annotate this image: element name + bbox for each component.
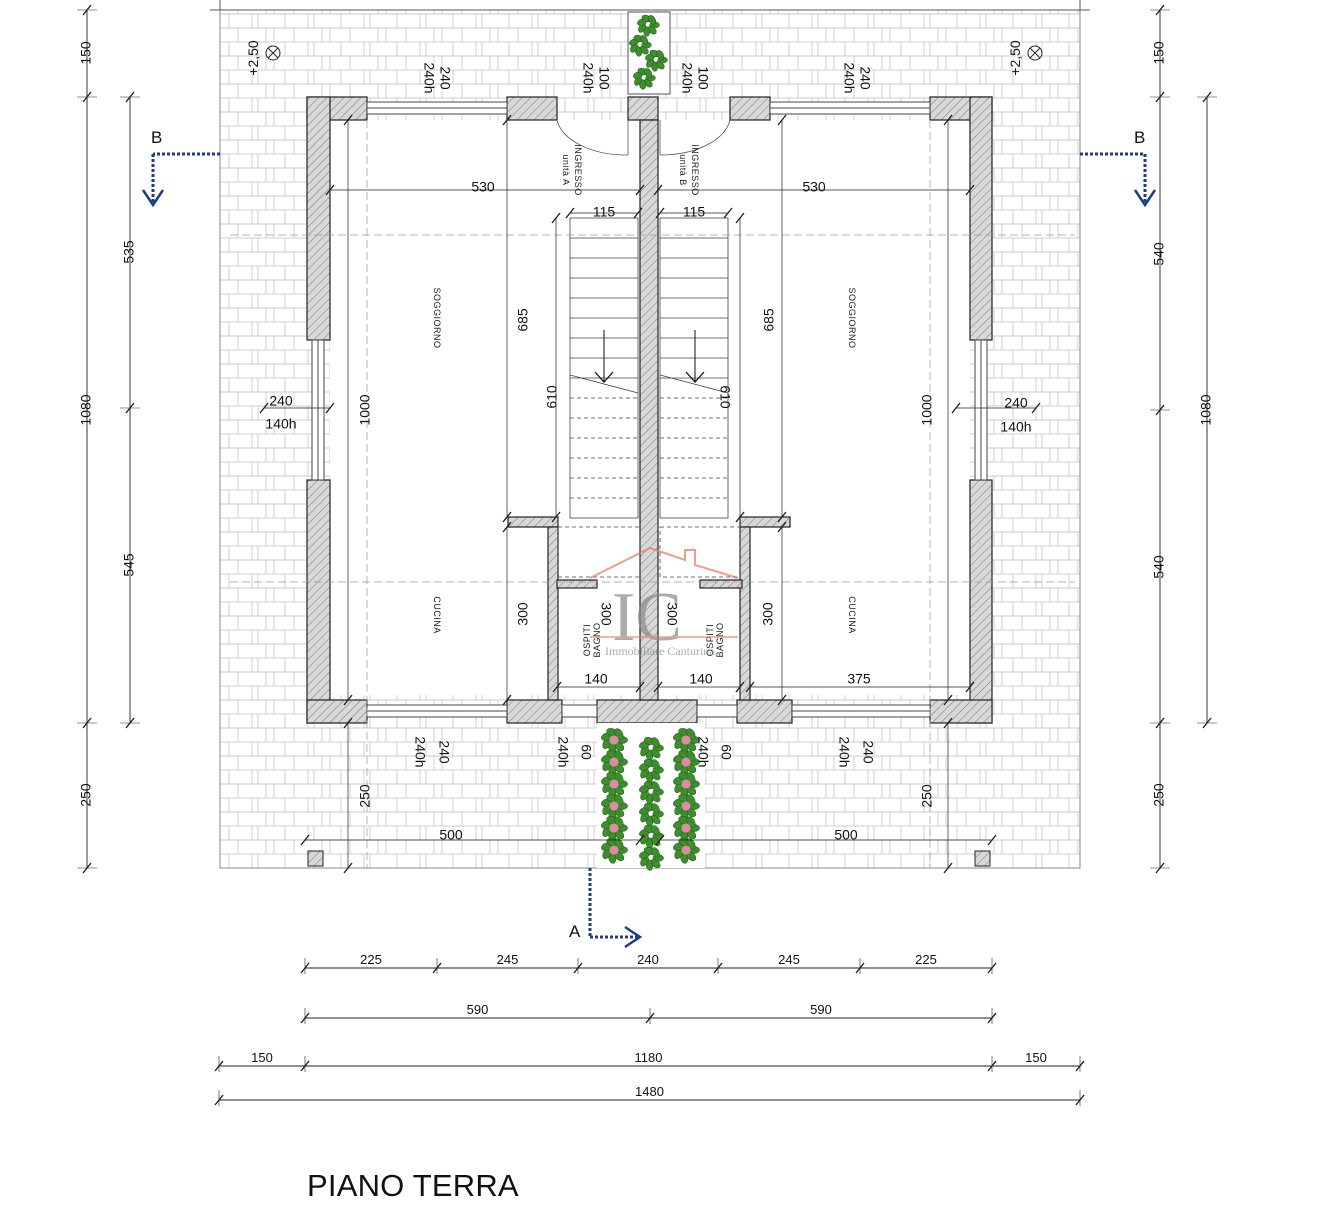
bottom-dimension-row2-1: 590 (810, 1002, 832, 1017)
pillar-right (974, 850, 991, 867)
room-label-bagno-left: BAGNO (592, 622, 602, 657)
plant-strip-top (627, 11, 671, 95)
dimension-label-win-top-r-240: 240 (857, 66, 873, 90)
dimension-label-bagno-140-right: 140 (689, 671, 713, 687)
dimension-label-bagno-300-left: 300 (598, 602, 614, 626)
room-label-ingresso-b: INGRESSO (690, 144, 700, 196)
dimension-label-win-top-r-240h: 240h (841, 62, 857, 93)
room-label-soggiorno-left: SOGGIORNO (432, 287, 442, 348)
bottom-dimension-row1-2: 240 (637, 952, 659, 967)
section-label-a: A (569, 922, 581, 941)
dimension-label-int-300-right: 300 (760, 602, 776, 626)
dimension-label-right-540-top: 540 (1151, 242, 1167, 266)
section-marker-b-left (141, 152, 220, 208)
construction-lines (230, 120, 1075, 868)
level-marker-right: +2,50 (1007, 40, 1043, 76)
section-marker-a (588, 868, 643, 949)
dimension-label-int-685-right: 685 (761, 308, 777, 332)
watermark-letters: IC (612, 579, 682, 656)
dimension-label-win-bot-c-60-r: 60 (718, 744, 734, 760)
dimension-label-left-535: 535 (121, 240, 137, 264)
dimension-label-side-win-l-240: 240 (269, 393, 293, 409)
dimension-label-int-610-right: 610 (717, 385, 733, 409)
interior-floors (330, 120, 970, 695)
dimension-label-left-1080: 1080 (78, 394, 94, 425)
dimension-label-side-win-l-140h: 140h (265, 416, 296, 432)
room-label-cucina-right: CUCINA (847, 596, 857, 634)
watermark-text: Immobiliare Canturina (605, 644, 715, 658)
section-label-b-left: B (151, 128, 162, 147)
dimension-label-int-1000-left: 1000 (357, 394, 373, 425)
dimension-label-bagno-140-left: 140 (584, 671, 608, 687)
room-label-unita-b: unità B (678, 154, 688, 186)
dimension-label-win-bot-l-240h: 240h (412, 736, 428, 767)
level-marker-left: +2,50 (245, 40, 281, 76)
dimension-label-stair-115-left: 115 (593, 204, 616, 220)
bottom-dimension-row1-3: 245 (778, 952, 800, 967)
room-label-soggiorno-right: SOGGIORNO (847, 287, 857, 348)
level-label-left: +2,50 (245, 40, 261, 76)
dimension-label-int-375-right: 375 (847, 671, 871, 687)
dimension-label-stair-115-right: 115 (683, 204, 706, 220)
room-label-ingresso-a: INGRESSO (573, 144, 583, 196)
watermark-logo: IC Immobiliare Canturina (589, 546, 739, 658)
windows (311, 101, 988, 718)
bottom-dimension-row3-0: 150 (251, 1050, 273, 1065)
dimension-label-int-1000-right: 1000 (919, 394, 935, 425)
section-marker-b-right (1080, 152, 1157, 208)
dimension-label-right-250: 250 (1151, 783, 1167, 807)
plant-strip-bottom (597, 723, 705, 871)
dimension-label-garden-250-right: 250 (919, 784, 935, 808)
dimension-label-top-right-150: 150 (1151, 41, 1167, 65)
dimension-label-left-545: 545 (121, 553, 137, 577)
section-label-b-right: B (1134, 128, 1145, 147)
dimension-label-garden-500-right: 500 (834, 827, 858, 843)
dimension-label-right-1080: 1080 (1198, 394, 1214, 425)
dimension-label-win-top-l-240: 240 (437, 66, 453, 90)
dimension-label-door-top-r-100: 100 (695, 66, 711, 90)
dimension-label-win-bot-c-60-l: 60 (578, 744, 594, 760)
dimension-label-int-530-right: 530 (802, 179, 826, 195)
room-label-ospiti-right: OSPITI (705, 624, 715, 657)
bottom-dimension-row1-0: 225 (360, 952, 382, 967)
dimension-label-win-bot-r-240: 240 (860, 740, 876, 764)
level-label-right: +2,50 (1007, 40, 1023, 76)
room-label-cucina-left: CUCINA (432, 596, 442, 634)
dimension-label-win-bot-r-240h: 240h (836, 736, 852, 767)
dimension-label-garden-500-left: 500 (439, 827, 463, 843)
room-label-ospiti-left: OSPITI (582, 624, 592, 657)
bottom-dimension-row1-1: 245 (497, 952, 519, 967)
dimension-label-right-540-bottom: 540 (1151, 555, 1167, 579)
dimension-label-side-win-r-240: 240 (1004, 395, 1028, 411)
dimension-label-bagno-300-right: 300 (664, 602, 680, 626)
bottom-dimension-row4-0: 1480 (635, 1084, 664, 1099)
bottom-dimension-row3-2: 150 (1025, 1050, 1047, 1065)
dimension-label-door-top-l-100: 100 (596, 66, 612, 90)
dimension-label-top-left-150: 150 (78, 41, 94, 65)
dimension-label-door-top-l-240h: 240h (580, 62, 596, 93)
pillar-left (307, 850, 324, 867)
room-label-bagno-right: BAGNO (715, 622, 725, 657)
bottom-dimension-row3-1: 1180 (635, 1050, 663, 1065)
entry-doors (556, 119, 731, 156)
dimension-label-int-610-left: 610 (544, 385, 560, 409)
dimension-label-win-bot-c-240h-r: 240h (695, 736, 711, 767)
dimension-label-left-250: 250 (78, 783, 94, 807)
dimension-label-side-win-r-140h: 140h (1000, 419, 1031, 435)
dimension-label-int-300-left: 300 (515, 602, 531, 626)
dimension-label-win-bot-c-240h-l: 240h (555, 736, 571, 767)
dimension-label-int-530-left: 530 (471, 179, 495, 195)
dimension-label-garden-250-left: 250 (357, 784, 373, 808)
page-title: PIANO TERRA (307, 1168, 519, 1203)
dimension-label-win-bot-l-240: 240 (436, 740, 452, 764)
room-label-unita-a: unità A (561, 154, 571, 185)
bottom-dimension-row1-4: 225 (915, 952, 937, 967)
bottom-dimension-row2-0: 590 (467, 1002, 489, 1017)
exterior-walls (306, 96, 993, 724)
dimension-label-win-top-l-240h: 240h (421, 62, 437, 93)
dimension-label-door-top-r-240h: 240h (679, 62, 695, 93)
dimension-label-int-685-left: 685 (515, 308, 531, 332)
